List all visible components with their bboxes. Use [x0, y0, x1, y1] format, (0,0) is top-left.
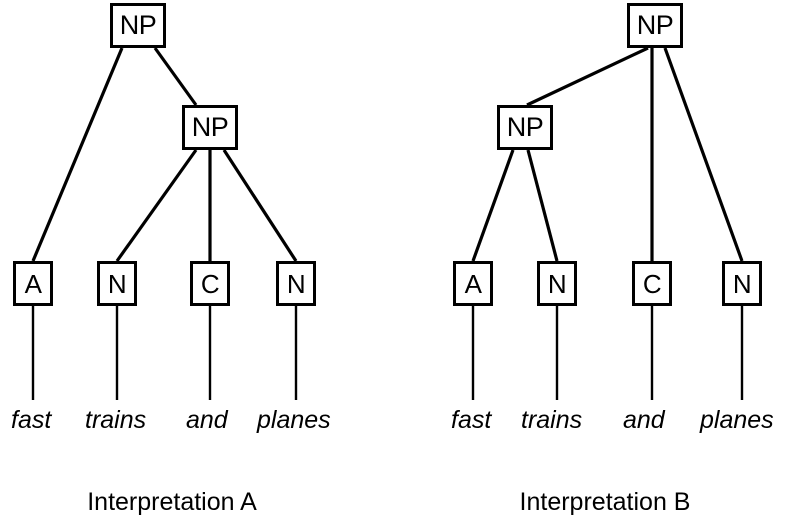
word-label-interpretation-b-1: trains — [521, 406, 583, 434]
node-b-np-root: NP — [627, 3, 683, 48]
word-label-interpretation-a-1: trains — [85, 406, 147, 434]
node-a-leaf-a: A — [13, 261, 53, 306]
word-label-interpretation-b-0: fast — [451, 406, 492, 434]
tree-edge-interpretation-a-2 — [115, 149, 198, 262]
word-label-interpretation-a-2: and — [186, 406, 228, 434]
node-b-leaf-a: A — [453, 261, 493, 306]
node-b-leaf-c: C — [632, 261, 672, 306]
node-a-np-sub: NP — [182, 105, 238, 150]
node-a-leaf-n2: N — [276, 261, 316, 306]
node-b-np-sub: NP — [497, 105, 553, 150]
caption-interpretation-b: Interpretation B — [519, 488, 691, 516]
tree-edge-interpretation-a-1 — [153, 47, 198, 106]
tree-edge-interpretation-a-0 — [31, 47, 124, 262]
word-label-interpretation-a-0: fast — [11, 406, 52, 434]
word-label-interpretation-b-3: planes — [700, 406, 774, 434]
tree-edge-interpretation-b-0 — [526, 46, 649, 107]
node-a-np-root: NP — [110, 3, 166, 48]
node-b-leaf-n2: N — [722, 261, 762, 306]
tree-edge-interpretation-b-2 — [663, 47, 744, 262]
node-b-leaf-n1: N — [537, 261, 577, 306]
node-a-leaf-n1: N — [97, 261, 137, 306]
word-label-interpretation-b-2: and — [623, 406, 665, 434]
tree-edge-interpretation-b-3 — [471, 149, 515, 262]
node-a-leaf-c: C — [190, 261, 230, 306]
word-label-interpretation-a-3: planes — [257, 406, 331, 434]
tree-edge-interpretation-a-4 — [222, 149, 298, 262]
tree-edge-interpretation-b-4 — [526, 149, 559, 262]
caption-interpretation-a: Interpretation A — [87, 488, 257, 516]
